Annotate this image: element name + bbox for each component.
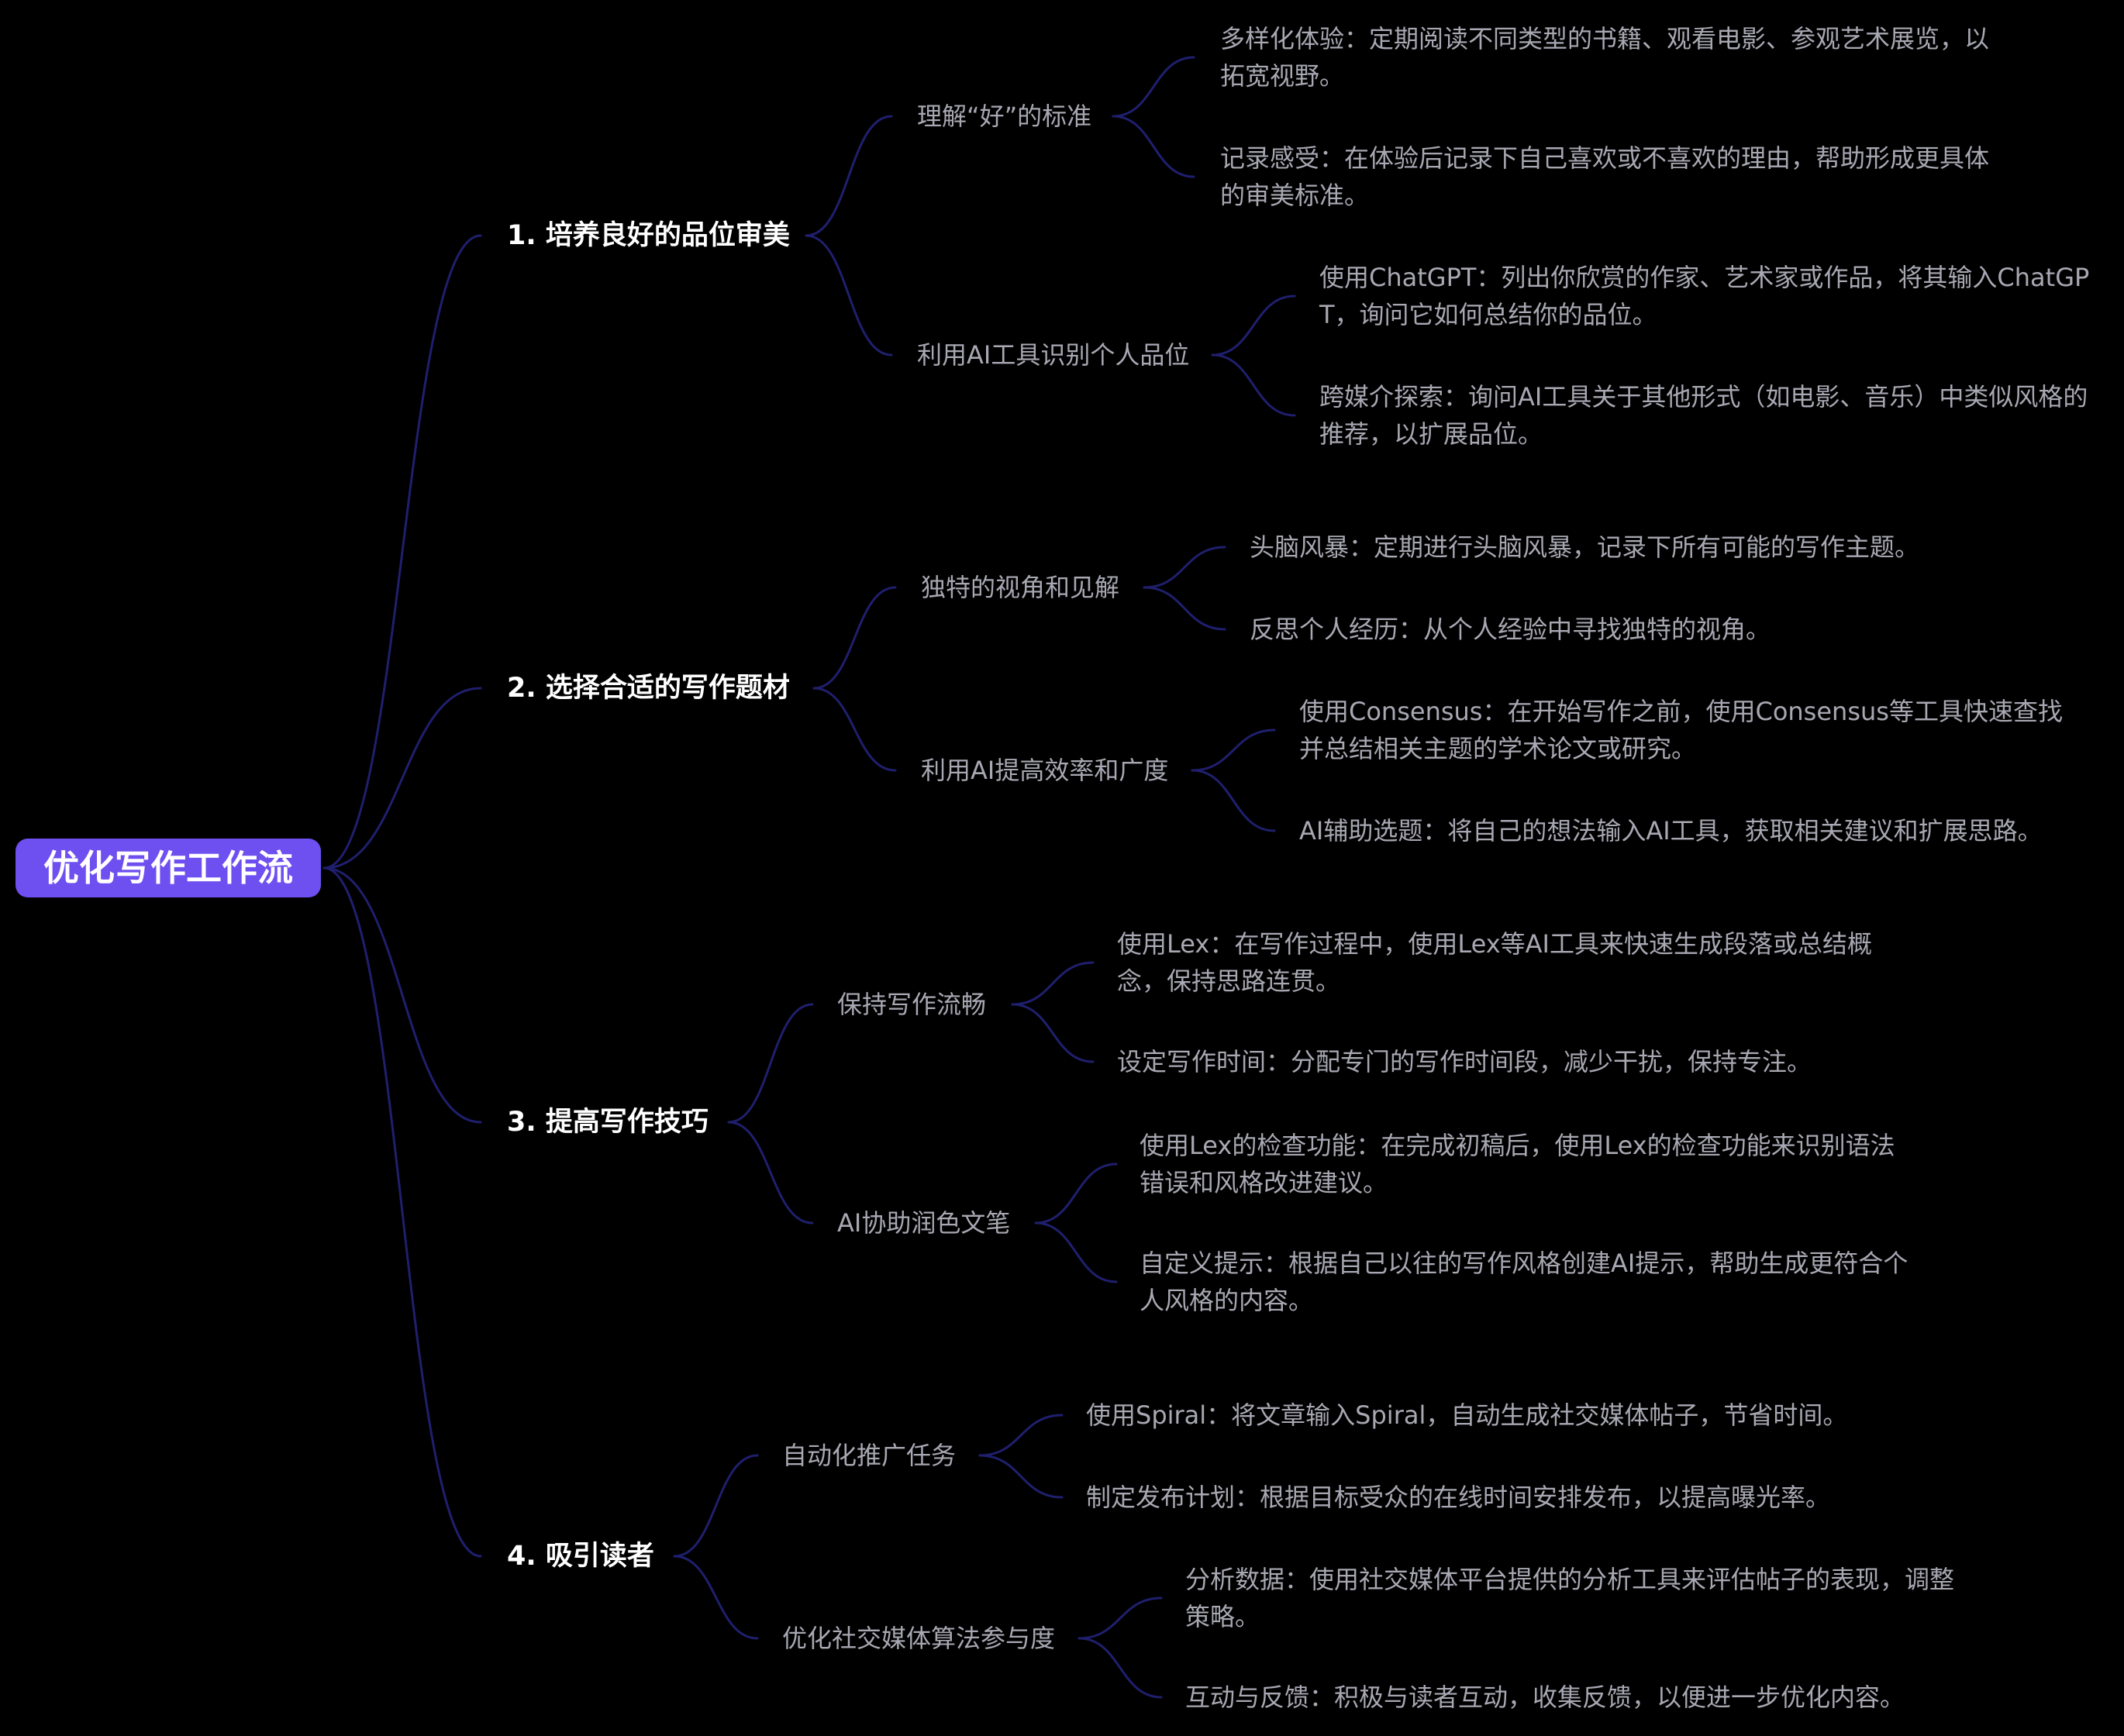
leaf-use-consensus: 使用Consensus：在开始写作之前，使用Consensus等工具快速查找并总… (1299, 697, 2063, 763)
leaf-connector-8 (1011, 961, 1095, 1006)
leaf-connector-11 (1034, 1221, 1118, 1283)
leaf-connector-12 (978, 1414, 1064, 1457)
leaf-connector-9 (1011, 1003, 1095, 1063)
leaf-cross-media: 跨媒介探索：询问AI工具关于其他形式（如电影、音乐）中类似风格的推荐，以扩展品位… (1319, 382, 2088, 449)
branch-connector-8 (727, 1003, 814, 1124)
sub-auto-promo[interactable]: 自动化推广任务 (782, 1441, 957, 1470)
leaf-brainstorm: 头脑风暴：定期进行头脑风暴，记录下所有可能的写作主题。 (1250, 532, 1920, 562)
branch-connector-0 (322, 234, 482, 870)
leaf-connector-4 (1143, 546, 1226, 589)
branch-topic[interactable]: 2. 选择合适的写作题材 (507, 673, 790, 704)
branch-connector-7 (812, 687, 897, 772)
leaf-reflect: 反思个人经历：从个人经验中寻找独特的视角。 (1250, 615, 1771, 644)
sub-social-algo[interactable]: 优化社交媒体算法参与度 (782, 1624, 1056, 1653)
branch-connector-2 (322, 866, 482, 1124)
sub-fluent-writing[interactable]: 保持写作流畅 (837, 990, 987, 1019)
sub-understand-good[interactable]: 理解“好”的标准 (917, 102, 1092, 131)
leaf-analyze-data: 分析数据：使用社交媒体平台提供的分析工具来评估帖子的表现，调整策略。 (1185, 1565, 1955, 1631)
branch-connector-9 (727, 1121, 814, 1224)
leaf-connector-5 (1143, 586, 1226, 631)
leaf-publish-plan: 制定发布计划：根据目标受众的在线时间安排发布，以提高曝光率。 (1086, 1483, 1831, 1512)
leaf-interact-feedback: 互动与反馈：积极与读者互动，收集反馈，以便进一步优化内容。 (1185, 1683, 1905, 1712)
leaf-connector-13 (978, 1454, 1064, 1499)
branch-readers[interactable]: 4. 吸引读者 (507, 1541, 654, 1572)
leaf-lex-check: 使用Lex的检查功能：在完成初稿后，使用Lex的检查功能来识别语法错误和风格改进… (1140, 1131, 1895, 1197)
leaf-diverse-experience: 多样化体验：定期阅读不同类型的书籍、观看电影、参观艺术展览，以拓宽视野。 (1220, 24, 1990, 91)
branch-connector-6 (812, 586, 897, 690)
sub-ai-efficiency[interactable]: 利用AI提高效率和广度 (921, 756, 1169, 785)
leaf-connector-6 (1191, 728, 1276, 772)
leaf-connector-3 (1211, 353, 1296, 417)
leaf-connector-2 (1211, 294, 1296, 356)
sub-ai-polish[interactable]: AI协助润色文笔 (837, 1208, 1011, 1238)
leaf-ai-topic: AI辅助选题：将自己的想法输入AI工具，获取相关建议和扩展思路。 (1299, 816, 2043, 846)
leaf-record-feelings: 记录感受：在体验后记录下自己喜欢或不喜欢的理由，帮助形成更具体的审美标准。 (1220, 143, 1990, 210)
branch-connector-10 (673, 1454, 759, 1558)
leaf-connector-15 (1078, 1637, 1163, 1699)
sub-unique-view[interactable]: 独特的视角和见解 (921, 573, 1120, 602)
leaf-connector-14 (1078, 1596, 1163, 1640)
branch-skill[interactable]: 3. 提高写作技巧 (507, 1107, 709, 1138)
leaf-custom-prompt: 自定义提示：根据自己以往的写作风格创建AI提示，帮助生成更符合个人风格的内容。 (1140, 1249, 1908, 1315)
branch-connector-3 (322, 866, 482, 1558)
root-node[interactable]: 优化写作工作流 (16, 839, 321, 897)
branch-connector-5 (805, 234, 893, 356)
leaf-connector-7 (1191, 769, 1276, 832)
branch-connector-4 (805, 115, 893, 237)
leaf-writing-time: 设定写作时间：分配专门的写作时间段，减少干扰，保持专注。 (1117, 1047, 1812, 1076)
leaf-use-lex: 使用Lex：在写作过程中，使用Lex等AI工具来快速生成段落或总结概念，保持思路… (1117, 929, 1872, 996)
leaf-connector-10 (1034, 1162, 1118, 1224)
branch-connector-11 (673, 1555, 759, 1640)
sub-ai-taste[interactable]: 利用AI工具识别个人品位 (917, 340, 1190, 370)
branch-taste[interactable]: 1. 培养良好的品位审美 (507, 220, 790, 251)
leaf-connector-0 (1112, 56, 1195, 118)
branch-connector-1 (322, 687, 482, 870)
leaf-connector-1 (1112, 115, 1195, 178)
leaf-use-spiral: 使用Spiral：将文章输入Spiral，自动生成社交媒体帖子，节省时间。 (1086, 1400, 1848, 1430)
